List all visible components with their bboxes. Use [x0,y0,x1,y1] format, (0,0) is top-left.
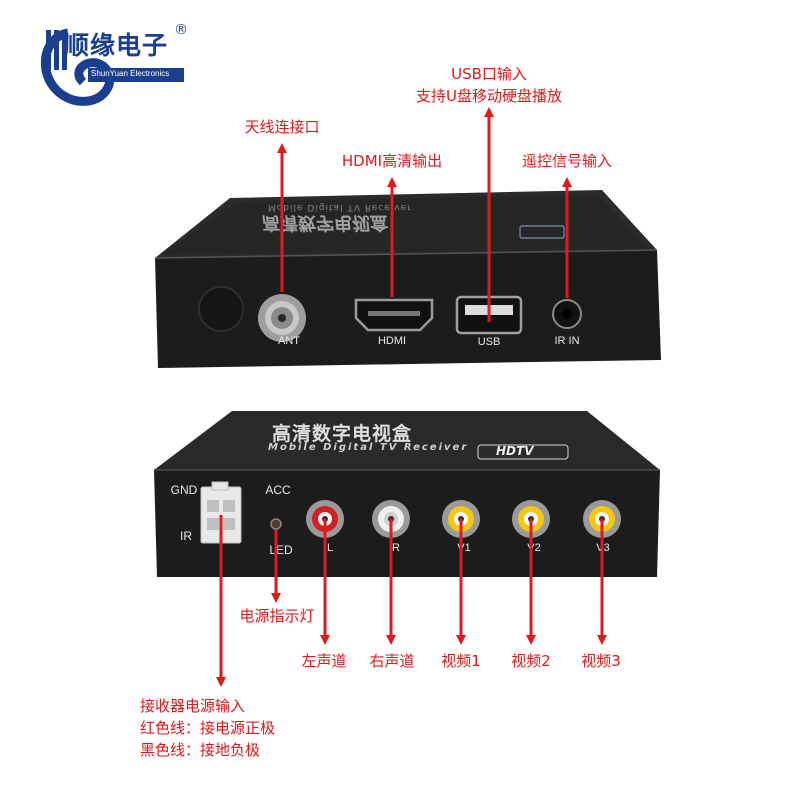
brand-name: 顺缘电子 [64,31,169,60]
bottom-device-lid-text-en: Mobile Digital TV Receiver [268,442,469,453]
right-audio-callout: 右声道 [369,652,415,670]
video1-callout: 视频1 [441,652,481,670]
brand-english: ShunYuan Electronics [91,69,170,78]
hdtv-badge-frame [477,444,569,460]
acc-label: ACC [265,483,291,497]
power-callout-line1: 接收器电源输入 [140,697,246,715]
ir-label: IR [180,529,192,543]
ir-in-jack-icon [552,299,582,329]
led-indicator-icon [270,518,282,530]
hdmi-callout: HDMI高清输出 [341,152,443,170]
bottom-device-lid-text: 高清数字电视盒 [272,423,413,445]
bottom-device-lid [154,411,660,470]
irin-port-label: IR IN [554,335,580,347]
usb-callout-line2: 支持U盘移动硬盘播放 [416,87,562,105]
hdmi-port-label: HDMI [377,335,407,347]
led-callout: 电源指示灯 [239,607,315,625]
top-device-round-panel [198,286,244,332]
r-label: R [392,542,400,554]
power-callout-line2: 红色线：接电源正极 [140,719,276,737]
brand-english-bar: ShunYuan Electronics [88,68,184,82]
hdmi-port-icon [354,298,434,332]
registered-mark: ® [174,22,188,38]
usb-callout-line1: USB口输入 [451,65,527,83]
usb-port-label: USB [477,336,501,348]
antenna-connector-icon [258,294,306,342]
antenna-callout: 天线连接口 [244,118,320,136]
gnd-label: GND [170,483,198,497]
l-label: L [326,542,334,554]
video2-callout: 视频2 [511,652,551,670]
video3-callout: 视频3 [581,652,621,670]
hdtv-badge: HDTV [496,444,534,458]
power-callout-line3: 黑色线：接地负极 [140,741,261,759]
left-audio-callout: 左声道 [301,652,347,670]
ir-callout: 遥控信号输入 [521,152,613,170]
brand-logo: 顺缘电子 ® ShunYuan Electronics [28,18,188,108]
logo-emblem-icon [40,28,115,106]
ant-port-label: ANT [278,335,300,347]
